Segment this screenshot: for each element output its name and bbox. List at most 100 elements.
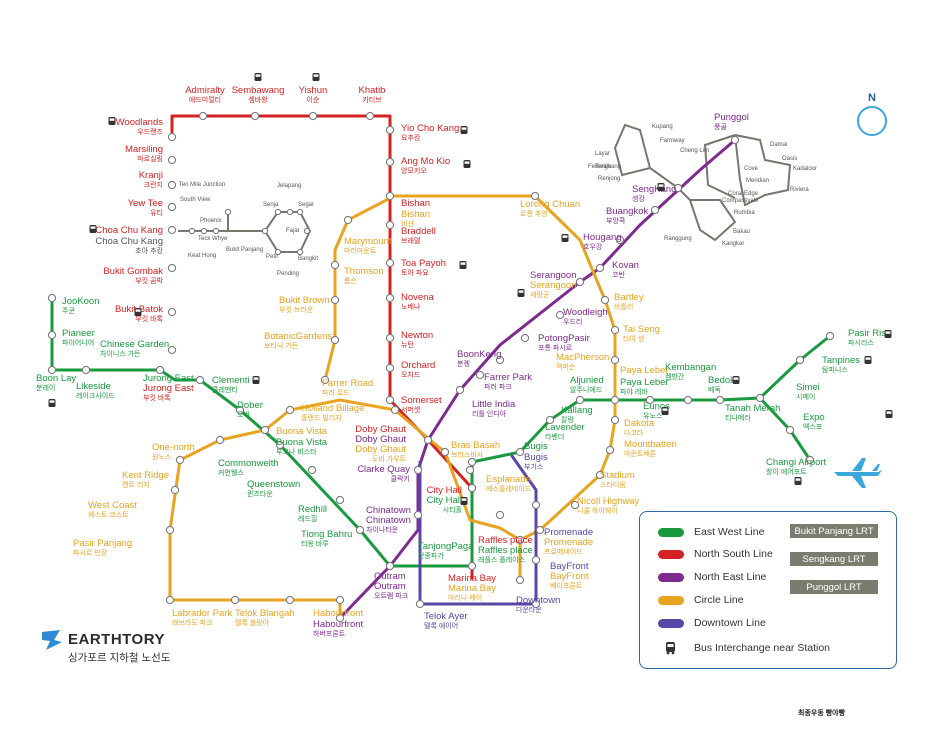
station-dot[interactable] — [167, 307, 177, 317]
station-dot[interactable] — [795, 355, 805, 365]
station-dot[interactable] — [683, 395, 693, 405]
station-dot[interactable] — [535, 525, 545, 535]
station-dot[interactable] — [575, 277, 585, 287]
station-dot[interactable] — [385, 395, 395, 405]
station-dot[interactable] — [467, 483, 477, 493]
station-dot[interactable] — [81, 365, 91, 375]
station-dot[interactable] — [285, 595, 295, 605]
station-dot[interactable] — [275, 440, 285, 450]
station-dot[interactable] — [805, 455, 815, 465]
station-dot[interactable] — [385, 220, 395, 230]
station-dot[interactable] — [335, 613, 345, 623]
station-dot[interactable] — [515, 447, 525, 457]
station-dot[interactable] — [335, 595, 345, 605]
bus-icon — [661, 407, 669, 415]
station-dot[interactable] — [385, 293, 395, 303]
station-dot[interactable] — [495, 510, 505, 520]
station-dot[interactable] — [308, 111, 318, 121]
station-dot[interactable] — [385, 363, 395, 373]
station-dot[interactable] — [167, 132, 177, 142]
station-dot[interactable] — [825, 331, 835, 341]
station-dot[interactable] — [165, 595, 175, 605]
station-dot[interactable] — [595, 470, 605, 480]
station-dot[interactable] — [385, 157, 395, 167]
station-dot[interactable] — [330, 295, 340, 305]
station-dot[interactable] — [610, 395, 620, 405]
station-dot[interactable] — [515, 535, 525, 545]
station-dot[interactable] — [343, 215, 353, 225]
station-dot[interactable] — [167, 155, 177, 165]
station-label-ko-farrerpark: 파러 파크 — [484, 382, 512, 391]
station-dot[interactable] — [167, 345, 177, 355]
station-dot[interactable] — [365, 111, 375, 121]
station-dot[interactable] — [385, 258, 395, 268]
station-dot[interactable] — [495, 355, 505, 365]
station-dot[interactable] — [673, 183, 683, 193]
station-dot[interactable] — [555, 310, 565, 320]
station-dot[interactable] — [385, 191, 395, 201]
station-dot[interactable] — [47, 293, 57, 303]
station-dot[interactable] — [610, 325, 620, 335]
station-label-boonkeng: BoonKeng — [457, 349, 501, 360]
station-dot[interactable] — [167, 180, 177, 190]
station-dot[interactable] — [467, 561, 477, 571]
station-dot[interactable] — [390, 405, 400, 415]
station-dot[interactable] — [47, 330, 57, 340]
station-dot[interactable] — [520, 333, 530, 343]
station-dot[interactable] — [605, 445, 615, 455]
station-dot[interactable] — [260, 425, 270, 435]
station-dot[interactable] — [320, 375, 330, 385]
station-dot[interactable] — [215, 435, 225, 445]
station-dot[interactable] — [285, 405, 295, 415]
station-dot[interactable] — [531, 500, 541, 510]
station-dot[interactable] — [195, 375, 205, 385]
station-dot[interactable] — [530, 191, 540, 201]
station-dot[interactable] — [167, 225, 177, 235]
station-dot[interactable] — [575, 395, 585, 405]
station-dot[interactable] — [595, 263, 605, 273]
station-dot[interactable] — [455, 385, 465, 395]
station-dot[interactable] — [440, 447, 450, 457]
station-dot[interactable] — [467, 457, 477, 467]
station-dot[interactable] — [355, 525, 365, 535]
station-dot[interactable] — [730, 135, 740, 145]
station-dot[interactable] — [610, 355, 620, 365]
station-dot[interactable] — [330, 335, 340, 345]
station-dot[interactable] — [615, 235, 625, 245]
station-dot[interactable] — [475, 370, 485, 380]
station-dot[interactable] — [515, 575, 525, 585]
station-dot[interactable] — [170, 485, 180, 495]
station-dot[interactable] — [570, 500, 580, 510]
station-dot[interactable] — [155, 365, 165, 375]
station-dot[interactable] — [47, 365, 57, 375]
station-dot[interactable] — [610, 415, 620, 425]
station-dot[interactable] — [175, 455, 185, 465]
station-dot[interactable] — [415, 599, 425, 609]
station-dot[interactable] — [250, 111, 260, 121]
station-dot[interactable] — [423, 435, 433, 445]
station-dot[interactable] — [385, 333, 395, 343]
station-dot[interactable] — [385, 125, 395, 135]
station-dot[interactable] — [198, 111, 208, 121]
station-dot[interactable] — [230, 595, 240, 605]
station-dot[interactable] — [307, 465, 317, 475]
station-dot[interactable] — [600, 295, 610, 305]
station-dot[interactable] — [545, 415, 555, 425]
station-dot[interactable] — [330, 260, 340, 270]
station-dot[interactable] — [715, 395, 725, 405]
station-dot[interactable] — [650, 205, 660, 215]
station-dot[interactable] — [531, 599, 541, 609]
station-dot[interactable] — [645, 395, 655, 405]
station-dot[interactable] — [235, 405, 245, 415]
station-dot[interactable] — [413, 510, 423, 520]
station-dot[interactable] — [165, 525, 175, 535]
station-dot[interactable] — [465, 465, 475, 475]
station-dot[interactable] — [531, 555, 541, 565]
station-dot[interactable] — [785, 425, 795, 435]
station-dot[interactable] — [385, 561, 395, 571]
station-dot[interactable] — [335, 495, 345, 505]
station-dot[interactable] — [413, 465, 423, 475]
station-dot[interactable] — [755, 393, 765, 403]
station-dot[interactable] — [167, 202, 177, 212]
station-dot[interactable] — [167, 263, 177, 273]
